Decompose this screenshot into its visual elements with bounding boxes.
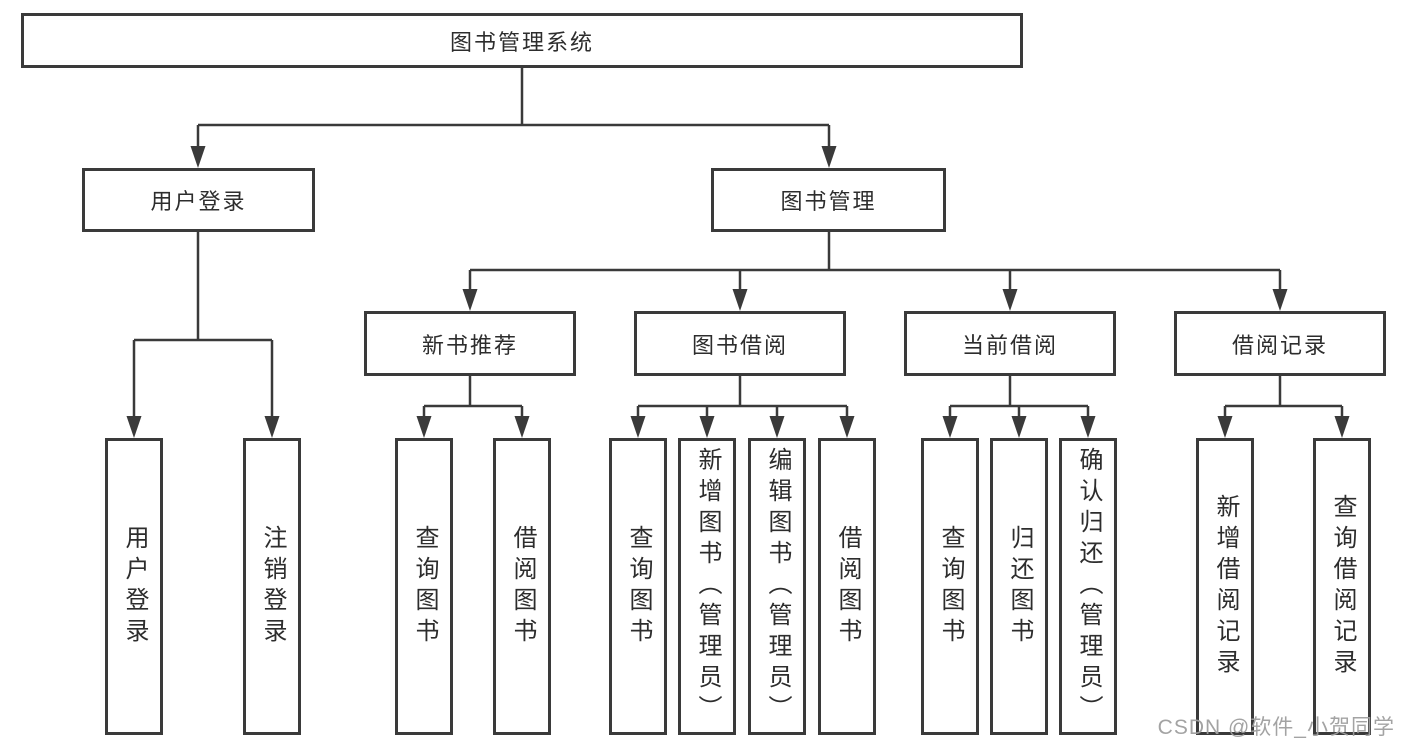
leaf-add-book-admin: 新增图书（管理员） [678, 438, 736, 735]
node-borrowing-records: 借阅记录 [1174, 311, 1386, 376]
arrowhead-icon [1011, 416, 1027, 438]
node-label: 查询图书 [937, 524, 964, 649]
leaf-borrow-book: 借阅图书 [818, 438, 876, 735]
leaf-edit-book-admin: 编辑图书（管理员） [748, 438, 806, 735]
arrowhead-icon [1002, 289, 1018, 311]
leaf-add-borrow-record: 新增借阅记录 [1196, 438, 1254, 735]
node-label: 查询借阅记录 [1329, 493, 1356, 680]
arrowhead-icon [630, 416, 646, 438]
leaf-query-book: 查询图书 [395, 438, 453, 735]
leaf-query-borrow-record: 查询借阅记录 [1313, 438, 1371, 735]
leaf-confirm-return-admin: 确认归还（管理员） [1059, 438, 1117, 735]
node-label: 新增图书（管理员） [694, 447, 721, 726]
arrowhead-icon [1334, 416, 1350, 438]
node-label: 图书管理 [780, 189, 877, 214]
node-label: 确认归还（管理员） [1075, 447, 1102, 726]
node-label: 用户登录 [121, 524, 148, 649]
arrowhead-icon [1080, 416, 1096, 438]
node-current-borrowing: 当前借阅 [904, 311, 1116, 376]
arrowhead-icon [1217, 416, 1233, 438]
csdn-watermark: CSDN @软件_小贺同学 [1157, 716, 1395, 739]
arrowhead-icon [416, 416, 432, 438]
arrowhead-icon [699, 416, 715, 438]
arrowhead-icon [264, 416, 280, 438]
node-label: 查询图书 [625, 524, 652, 649]
node-book-borrowing: 图书借阅 [634, 311, 846, 376]
node-label: 用户登录 [150, 189, 247, 214]
arrowhead-icon [462, 289, 478, 311]
leaf-borrow-book: 借阅图书 [493, 438, 551, 735]
node-label: 查询图书 [411, 524, 438, 649]
node-label: 借阅记录 [1231, 332, 1328, 358]
node-label: 借阅图书 [509, 524, 536, 649]
node-library-management-system: 图书管理系统 [21, 13, 1023, 68]
arrowhead-icon [190, 146, 206, 168]
arrowhead-icon [732, 289, 748, 311]
arrowhead-icon [942, 416, 958, 438]
leaf-logout: 注销登录 [243, 438, 301, 735]
node-label: 归还图书 [1006, 524, 1033, 649]
arrowhead-icon [514, 416, 530, 438]
node-book-management: 图书管理 [711, 168, 946, 232]
node-new-book-recommend: 新书推荐 [364, 311, 576, 376]
node-label: 注销登录 [259, 524, 286, 649]
arrowhead-icon [821, 146, 837, 168]
arrowhead-icon [769, 416, 785, 438]
arrowhead-icon [126, 416, 142, 438]
node-label: 当前借阅 [961, 332, 1058, 358]
arrowhead-icon [1272, 289, 1288, 311]
leaf-query-book: 查询图书 [609, 438, 667, 735]
node-label: 图书借阅 [691, 332, 788, 358]
leaf-return-book: 归还图书 [990, 438, 1048, 735]
leaf-user-login: 用户登录 [105, 438, 163, 735]
node-label: 新增借阅记录 [1212, 493, 1239, 680]
node-user-login: 用户登录 [82, 168, 315, 232]
leaf-query-book: 查询图书 [921, 438, 979, 735]
node-label: 借阅图书 [834, 524, 861, 649]
node-label: 新书推荐 [421, 332, 518, 358]
arrowhead-icon [839, 416, 855, 438]
node-label: 编辑图书（管理员） [764, 447, 791, 726]
node-label: 图书管理系统 [449, 29, 594, 55]
